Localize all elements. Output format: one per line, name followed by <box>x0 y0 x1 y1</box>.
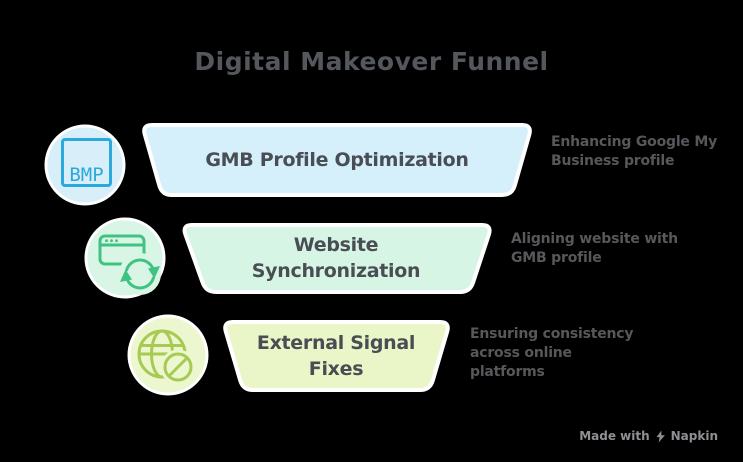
stage-3-annotation: Ensuring consistency across online platf… <box>470 325 634 382</box>
watermark-made-with: Made with <box>579 429 650 443</box>
funnel-stage-1-shape <box>142 123 532 197</box>
sync-arrows <box>125 258 155 290</box>
stage-2-annotation: Aligning website with GMB profile <box>511 230 678 268</box>
stage-1-label: GMB Profile Optimization <box>157 147 517 173</box>
watermark-brand: Napkin <box>670 429 718 443</box>
annotation-line: across online <box>470 345 572 361</box>
stage-1-label-line: GMB Profile Optimization <box>205 149 469 171</box>
bmp-image-icon: BMP <box>44 124 126 206</box>
diagram-title: Digital Makeover Funnel <box>194 47 549 76</box>
annotation-line: GMB profile <box>511 250 602 266</box>
prohibition-sign <box>163 352 193 382</box>
stage-2-label: Website Synchronization <box>176 232 496 284</box>
browser-sync-icon <box>84 217 166 299</box>
stage-1-annotation: Enhancing Google My Business profile <box>551 133 717 171</box>
funnel-stage-2-shape <box>182 223 492 294</box>
annotation-line: Ensuring consistency <box>470 326 634 342</box>
stage-3-label-line: External Signal <box>256 332 416 354</box>
napkin-bolt-icon <box>656 430 665 442</box>
annotation-line: Aligning website with <box>511 231 678 247</box>
stage-3-label-line: Fixes <box>308 358 364 380</box>
napkin-watermark: Made with Napkin <box>579 429 718 443</box>
annotation-line: Business profile <box>551 153 675 169</box>
stage-3-label: External Signal Fixes <box>206 330 466 382</box>
annotation-line: Enhancing Google My <box>551 134 718 150</box>
globe-prohibited-icon <box>127 314 209 396</box>
stage-2-label-line: Website <box>293 234 379 256</box>
stage-2-label-line: Synchronization <box>251 260 421 282</box>
bmp-icon-text: BMP <box>69 164 103 186</box>
browser-dots <box>105 239 118 243</box>
funnel-stage-3-shape <box>223 320 450 392</box>
sync-arrowheads <box>120 266 160 282</box>
annotation-line: platforms <box>470 364 545 380</box>
